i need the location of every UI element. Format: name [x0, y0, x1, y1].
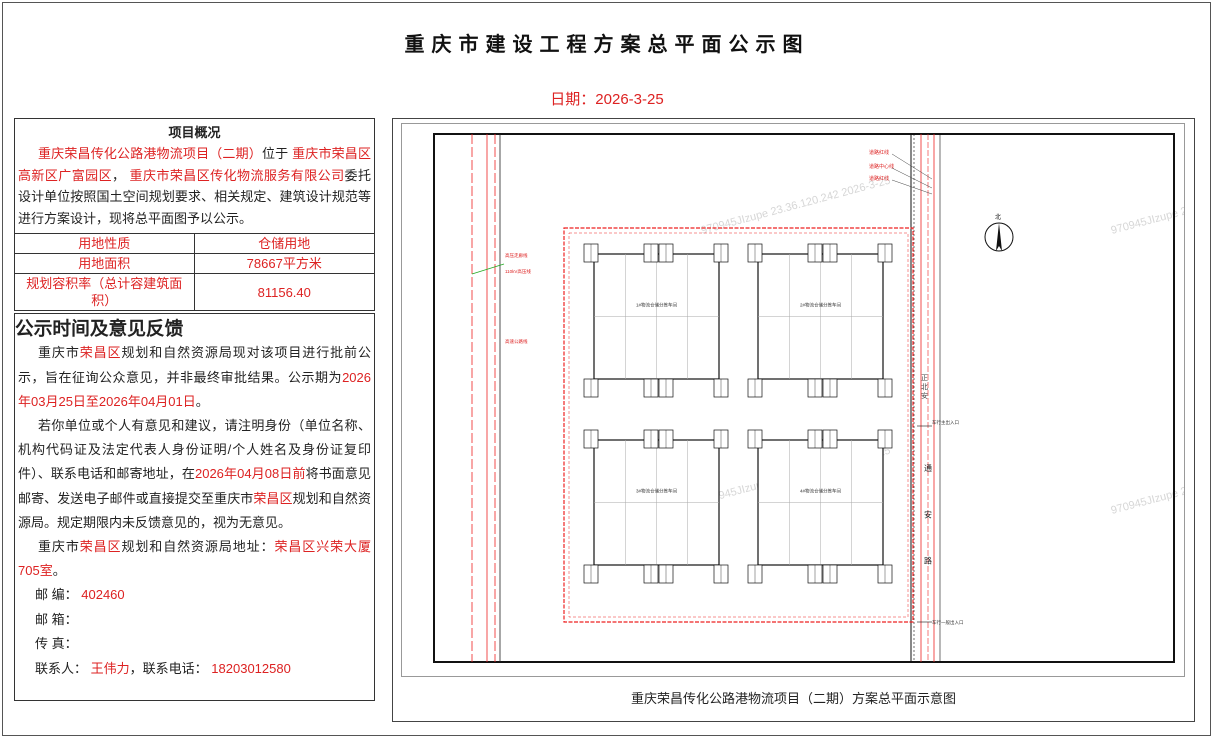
comma: ，	[112, 167, 126, 183]
plot-ratio-key: 规划容积率（总计容建筑面积）	[15, 273, 195, 311]
north-arrow-icon: 北	[984, 213, 1014, 252]
text: 将书面意见邮寄、发送电子邮件或直接提交至重庆市	[18, 466, 371, 506]
notice-heading: 公示时间及意见反馈	[15, 318, 184, 340]
land-area-key: 用地面积	[15, 253, 195, 274]
drawing-border	[433, 133, 1175, 663]
warehouse-building: 4#物流仓储分拣车间	[747, 429, 893, 584]
plan-caption: 重庆荣昌传化公路港物流项目（二期）方案总平面示意图	[630, 691, 956, 706]
text: 。	[52, 563, 66, 579]
page-title: 重庆市建设工程方案总平面公示图	[404, 34, 810, 56]
road-name-small: 正 北 安	[921, 374, 929, 400]
project-location: 重庆市荣昌区高新区广富园区	[18, 146, 371, 183]
text: 规划和自然资源局地址：	[121, 539, 275, 554]
left-column: 项目概况 重庆荣昌传化公路港物流项目（二期）位于 重庆市荣昌区高新区广富园区， …	[14, 118, 375, 702]
site-plan-panel: 970945JIzupe 23.36.120.242 2026-3-25 970…	[392, 118, 1214, 722]
phone-label: ，联系电话：	[129, 660, 208, 676]
notice-paragraph-3: 重庆市荣昌区规划和自然资源局地址：荣昌区兴荣大厦705室。	[15, 535, 374, 583]
entrance-label: 车行主出入口	[932, 419, 959, 426]
land-use-value: 仓储用地	[194, 233, 374, 254]
phone-value: 18203012580	[211, 660, 291, 676]
fax-row: 传 真：	[15, 632, 374, 657]
overview-rest: 委托设计单位按照国土空间规划要求、相关规定、建筑设计规范等进行方案设计，现将总平…	[18, 167, 371, 226]
project-info-table: 用地性质 仓储用地 用地面积 78667平方米 规划容积率（总计容建筑面积） 8…	[15, 233, 374, 311]
table-row: 用地性质 仓储用地	[15, 233, 374, 254]
text: 规划和自然资源局。规定期限内未反馈意见的，视为无意见。	[18, 490, 371, 530]
company-name: 重庆市荣昌区传化物流服务有限公司	[129, 167, 345, 183]
table-row: 用地面积 78667平方米	[15, 253, 374, 274]
publish-date: 日期：2026-3-25	[550, 91, 664, 108]
located-text: 位于	[261, 146, 289, 161]
project-name: 重庆荣昌传化公路港物流项目（二期）	[38, 146, 262, 161]
text: 重庆市	[38, 345, 80, 361]
road-name: 通 安 路	[924, 463, 933, 582]
warehouse-label: 3#物流仓储分拣车间	[636, 488, 678, 495]
district-name: 荣昌区	[79, 539, 122, 554]
plot-ratio-value: 81156.40	[194, 273, 374, 311]
postcode-value: 402460	[81, 587, 125, 603]
contact-name: 王伟力	[90, 660, 130, 676]
text: 。	[195, 393, 209, 409]
contact-row: 联系人： 王伟力，联系电话： 18203012580	[15, 657, 374, 682]
watermark: 970945JIzupe 23.36.120.242 2026-3-25	[1110, 455, 1184, 517]
text: 规划和自然资源局现对该项目进行批前公示，旨在征询公众意见，并非最终审批结果。公示…	[18, 345, 371, 385]
warehouse-building: 2#物流仓储分拣车间	[747, 243, 893, 398]
label-left: 高压走廊线	[505, 252, 528, 259]
warehouse-label: 2#物流仓储分拣车间	[800, 302, 842, 309]
notice-paragraph-2: 若你单位或个人有意见和建议，请注明身份（单位名称、机构代码证及法定代表人身份证明…	[15, 414, 374, 535]
table-row: 规划容积率（总计容建筑面积） 81156.40	[15, 273, 374, 311]
postcode-row: 邮 编： 402460	[15, 583, 374, 608]
warehouse-label: 4#物流仓储分拣车间	[800, 488, 842, 495]
text: 重庆市	[38, 539, 80, 554]
site-plan-drawing: 970945JIzupe 23.36.120.242 2026-3-25 970…	[401, 123, 1214, 677]
warehouse-label: 1#物流仓储分拣车间	[636, 302, 678, 309]
office-address: 荣昌区兴荣大厦705室	[18, 539, 371, 579]
mail-row: 邮 箱：	[15, 608, 374, 633]
district-name: 荣昌区	[253, 490, 293, 506]
project-overview-box: 项目概况 重庆荣昌传化公路港物流项目（二期）位于 重庆市荣昌区高新区广富园区， …	[14, 118, 375, 312]
site-boundary	[563, 227, 914, 623]
contact-label: 联系人：	[35, 660, 88, 676]
land-use-key: 用地性质	[15, 233, 195, 254]
label-right: 道路中心线	[869, 163, 894, 170]
district-name: 荣昌区	[79, 345, 122, 361]
watermark: 970945JIzupe 23.36.120.242 2026-3-25	[1110, 175, 1184, 237]
north-label: 北	[995, 213, 1001, 221]
warehouse-building: 3#物流仓储分拣车间	[583, 429, 729, 584]
warehouse-building: 1#物流仓储分拣车间	[583, 243, 729, 398]
entrance-label: 车行一般出入口	[932, 619, 964, 626]
fax-label: 传 真：	[35, 636, 78, 652]
notice-period: 2026年03月25日至2026年04月01日	[18, 369, 371, 409]
mail-label: 邮 箱：	[35, 611, 78, 627]
postcode-label: 邮 编：	[35, 587, 78, 603]
text: 若你单位或个人有意见和建议，请注明身份（单位名称、机构代码证及法定代表人身份证明…	[18, 417, 371, 482]
label-right: 道路红线	[869, 175, 889, 182]
label-left: 高速公路线	[505, 338, 528, 345]
label-right: 道路红线	[869, 149, 889, 156]
feedback-deadline: 2026年04月08日前	[194, 466, 306, 482]
overview-paragraph: 重庆荣昌传化公路港物流项目（二期）位于 重庆市荣昌区高新区广富园区， 重庆市荣昌…	[15, 143, 374, 233]
site-plan-svg: 970945JIzupe 23.36.120.242 2026-3-25 970…	[433, 133, 1214, 663]
notice-box: 公示时间及意见反馈 重庆市荣昌区规划和自然资源局现对该项目进行批前公示，旨在征询…	[14, 313, 375, 702]
notice-paragraph-1: 重庆市荣昌区规划和自然资源局现对该项目进行批前公示，旨在征询公众意见，并非最终审…	[15, 341, 374, 414]
overview-heading: 项目概况	[168, 125, 221, 140]
land-area-value: 78667平方米	[194, 253, 374, 274]
label-left: 110kV高压线	[505, 268, 531, 275]
